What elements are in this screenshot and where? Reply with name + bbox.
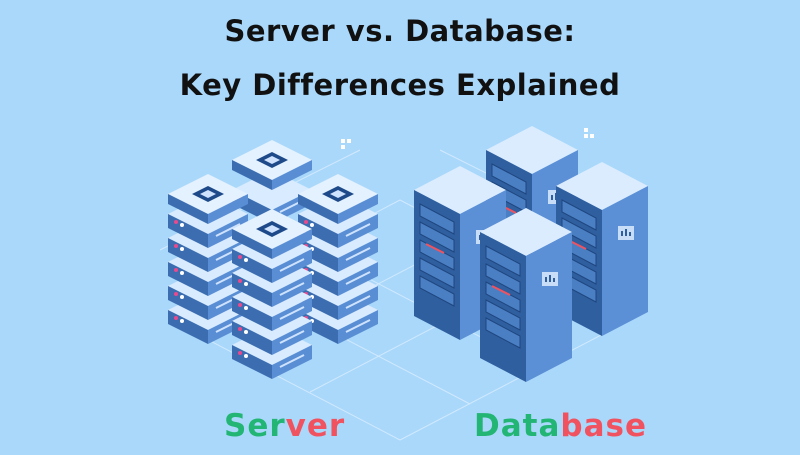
server-caption-part1: Ser [224, 408, 286, 444]
page-title-line1: Server vs. Database: [224, 14, 576, 48]
database-cabinet-front [479, 207, 573, 383]
server-caption: Server [224, 408, 345, 444]
page-title-line2: Key Differences Explained [179, 68, 621, 102]
database-caption-part2: base [560, 408, 647, 444]
database-caption: Database [474, 408, 647, 444]
server-stack-front [231, 209, 313, 380]
server-caption-part2: ver [285, 408, 346, 444]
database-caption-part1: Data [474, 408, 561, 444]
